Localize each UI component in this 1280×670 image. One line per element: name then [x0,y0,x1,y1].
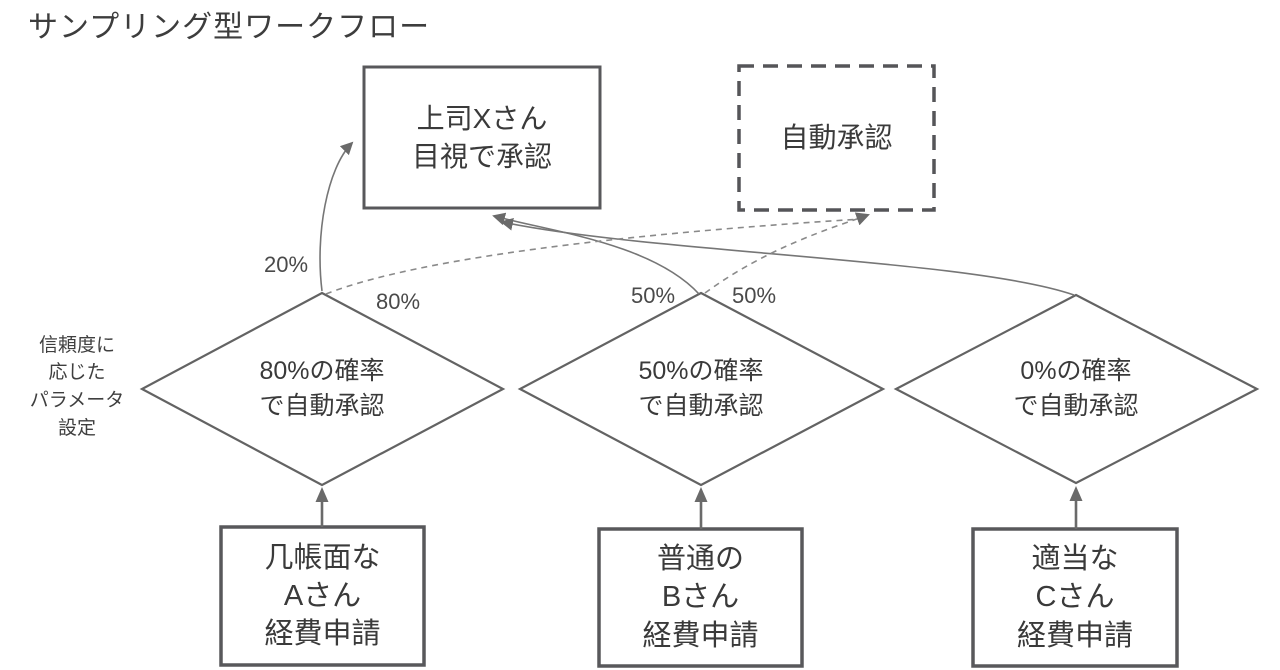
decision-a-auto-percent: 80% [375,289,421,314]
request-a-label: 几帳面な Aさん 経費申請 [264,541,381,651]
arrow-request-b-head [694,487,708,502]
arrow-c-to-manual [500,217,1075,296]
decision-b-manual-percent: 50% [630,283,676,308]
request-c-label: 適当な Cさん 経費申請 [1016,543,1133,652]
request-b-label: 普通の Bさん 経費申請 [642,543,759,652]
side-note: 信頼度に 応じた パラメータ 設定 [29,334,125,439]
request-box-c-shape [971,527,1179,668]
manual-approval-box-shape [362,65,602,210]
arrow-request-a-head [315,487,329,502]
arrow-a-to-auto-dashed [325,218,863,295]
arrow-request-c-head [1069,486,1083,501]
manual-approval-label: 上司Xさん 目視で承認 [411,102,552,172]
auto-approval-label: 自動承認 [780,122,893,154]
decision-diamond-c-shape [893,293,1260,485]
request-box-a-shape [219,525,426,667]
decision-b-auto-percent: 50% [731,283,777,308]
decision-b-label: 50%の確率 で自動承認 [638,356,764,421]
arrow-b-to-auto-dashed [704,212,870,294]
arrow-a-to-manual [319,141,354,292]
auto-approval-box-shape [737,64,936,212]
decision-diamond-b-shape [517,291,886,487]
page-title: サンプリング型ワークフロー [28,11,431,44]
decision-a-manual-percent: 20% [263,252,309,277]
decision-diamond-a-shape [139,291,506,487]
decision-c-label: 0%の確率 で自動承認 [1013,356,1139,421]
decision-a-label: 80%の確率 で自動承認 [259,356,385,421]
